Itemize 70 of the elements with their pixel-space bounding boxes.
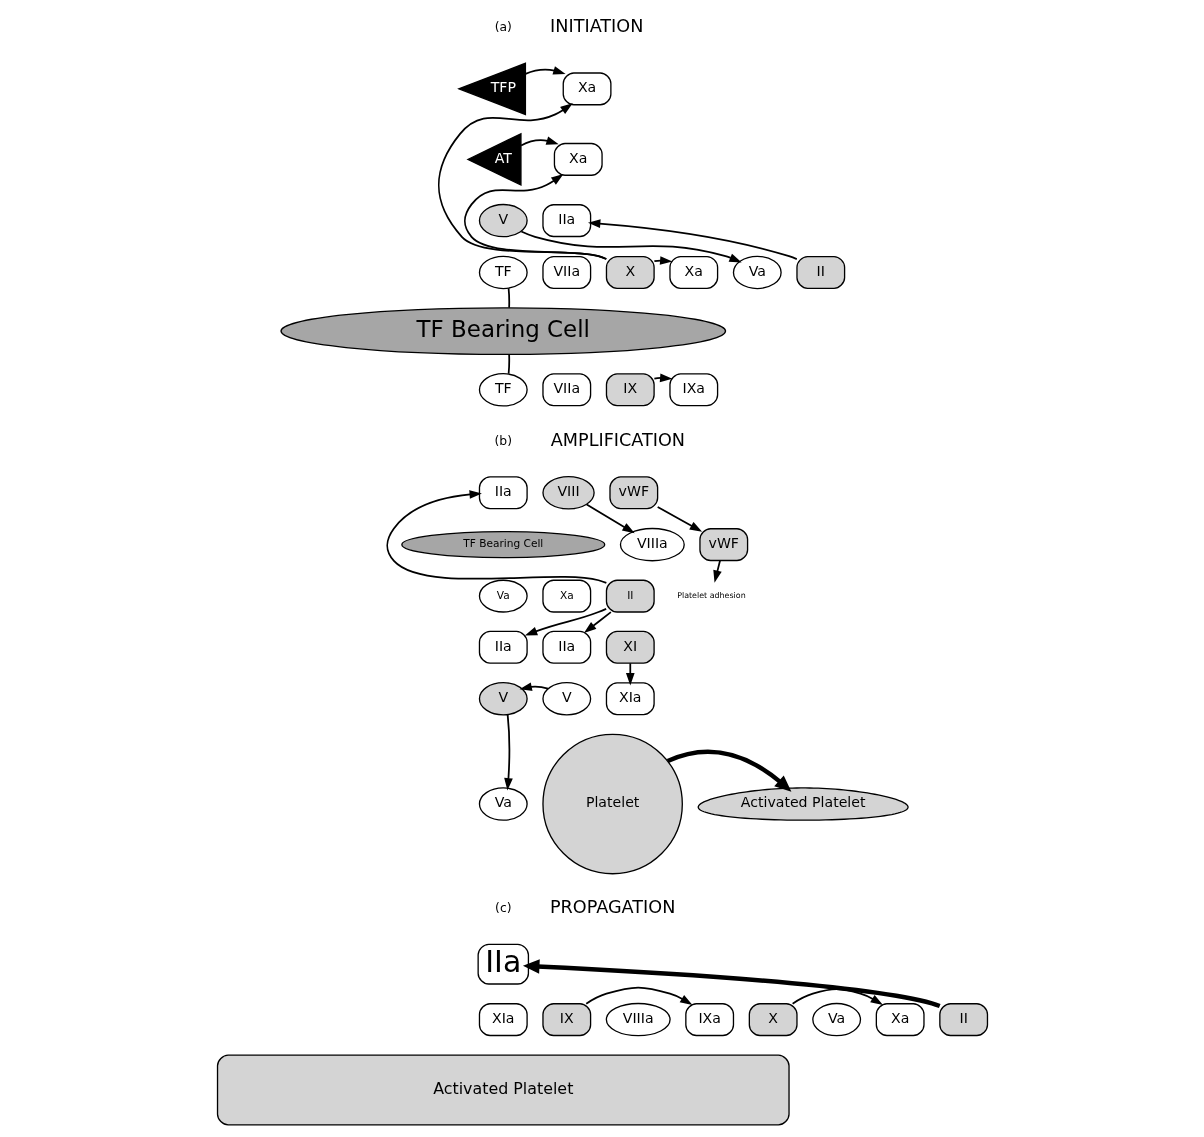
- node-box: IIa: [478, 630, 528, 664]
- arrow: [519, 682, 549, 691]
- node-ellipse: VIII: [541, 476, 595, 510]
- node-box: vWF: [608, 476, 658, 510]
- node-box: Xa: [562, 72, 612, 106]
- arrow: [524, 607, 607, 636]
- node-box: Activated Platelet: [216, 1054, 790, 1126]
- node-ellipse: TF Bearing Cell: [279, 307, 726, 355]
- node-box: IIa: [541, 204, 591, 238]
- node-ellipse: Va: [732, 255, 782, 290]
- node-box: IXa: [684, 1003, 734, 1037]
- arrow: [666, 749, 791, 792]
- node-ellipse: Va: [478, 787, 528, 821]
- arrow: [791, 988, 883, 1006]
- arrow: [503, 714, 513, 791]
- arrow: [656, 506, 702, 532]
- node-box: XIa: [478, 1003, 528, 1037]
- arrow: [652, 256, 672, 265]
- node-box: Xa: [553, 142, 603, 176]
- node-ellipse: Va: [478, 579, 528, 613]
- label: (c): [494, 901, 511, 916]
- node-ellipse: V: [478, 203, 528, 238]
- node-box: II: [938, 1003, 988, 1037]
- arrow: [583, 611, 612, 634]
- node-box: II: [795, 255, 845, 289]
- node-box: VIIa: [541, 373, 591, 407]
- node-ellipse: TF: [478, 373, 528, 407]
- arrow: [524, 66, 566, 75]
- node-box: IXa: [668, 373, 718, 407]
- node-box: IIa: [478, 476, 528, 510]
- arrow: [522, 959, 940, 1009]
- connector: [507, 353, 510, 375]
- arrow: [584, 986, 692, 1006]
- node-ellipse: VIIIa: [605, 1002, 671, 1037]
- node-box: X: [605, 255, 655, 289]
- arrow: [437, 103, 607, 260]
- node-box: VIIa: [541, 255, 591, 289]
- label: (b): [494, 433, 512, 448]
- node-ellipse: V: [541, 682, 591, 716]
- node-ellipse: VIIIa: [619, 527, 685, 562]
- node-box: IIa: [476, 943, 529, 985]
- node-box: vWF: [698, 528, 748, 562]
- label: PROPAGATION: [549, 897, 675, 918]
- label: AMPLIFICATION: [550, 429, 685, 450]
- arrow: [463, 173, 607, 260]
- node-box: Xa: [668, 255, 718, 289]
- connector: [507, 287, 510, 309]
- node-box: Xa: [541, 579, 591, 613]
- node-box: IIa: [541, 630, 591, 664]
- node-ellipse: TF Bearing Cell: [400, 531, 605, 559]
- node-box: XIa: [605, 682, 655, 716]
- arrow: [385, 490, 607, 584]
- node-box: II: [605, 579, 655, 613]
- node-ellipse: Va: [811, 1002, 861, 1037]
- arrow: [587, 219, 798, 260]
- node-text: Platelet adhesion: [676, 591, 746, 601]
- node-ellipse: V: [478, 682, 528, 716]
- node-box: IX: [605, 373, 655, 407]
- node-box: Xa: [875, 1003, 925, 1037]
- node-ellipse: TF: [478, 255, 528, 290]
- node-box: X: [748, 1003, 798, 1037]
- arrow: [519, 136, 559, 147]
- arrow: [625, 662, 635, 686]
- arrow: [585, 503, 635, 534]
- arrow: [519, 230, 742, 263]
- node-box: XI: [605, 630, 655, 664]
- node-circle: Platelet: [541, 733, 683, 875]
- label: (a): [494, 20, 512, 35]
- label: INITIATION: [549, 16, 643, 37]
- node-box: IX: [541, 1003, 591, 1037]
